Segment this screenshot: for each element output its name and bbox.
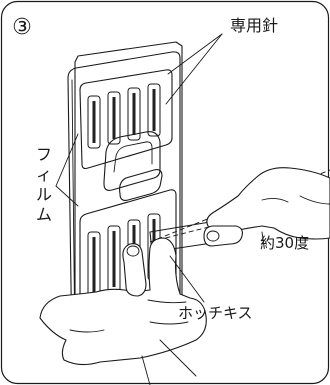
pin <box>92 101 96 143</box>
pin <box>112 97 116 139</box>
center-clip <box>103 131 163 201</box>
leader-lines <box>55 33 265 303</box>
step-number: ③ <box>12 15 32 40</box>
pin <box>92 237 96 293</box>
pin <box>152 89 156 131</box>
stapler-label: ホッチキス <box>178 304 253 322</box>
step-number-badge: ③ <box>12 15 32 40</box>
pins-label: 専用針 <box>230 16 278 35</box>
right-hand <box>203 167 330 247</box>
pin <box>112 231 116 287</box>
left-hand <box>39 237 207 385</box>
film-label: フィルム <box>36 145 52 224</box>
angle-label: 約30度 <box>260 234 309 252</box>
upper-pin-slots <box>87 83 161 149</box>
pin <box>132 93 136 135</box>
film-label-text: フィルム <box>36 145 52 224</box>
upper-film-panel <box>79 69 173 170</box>
